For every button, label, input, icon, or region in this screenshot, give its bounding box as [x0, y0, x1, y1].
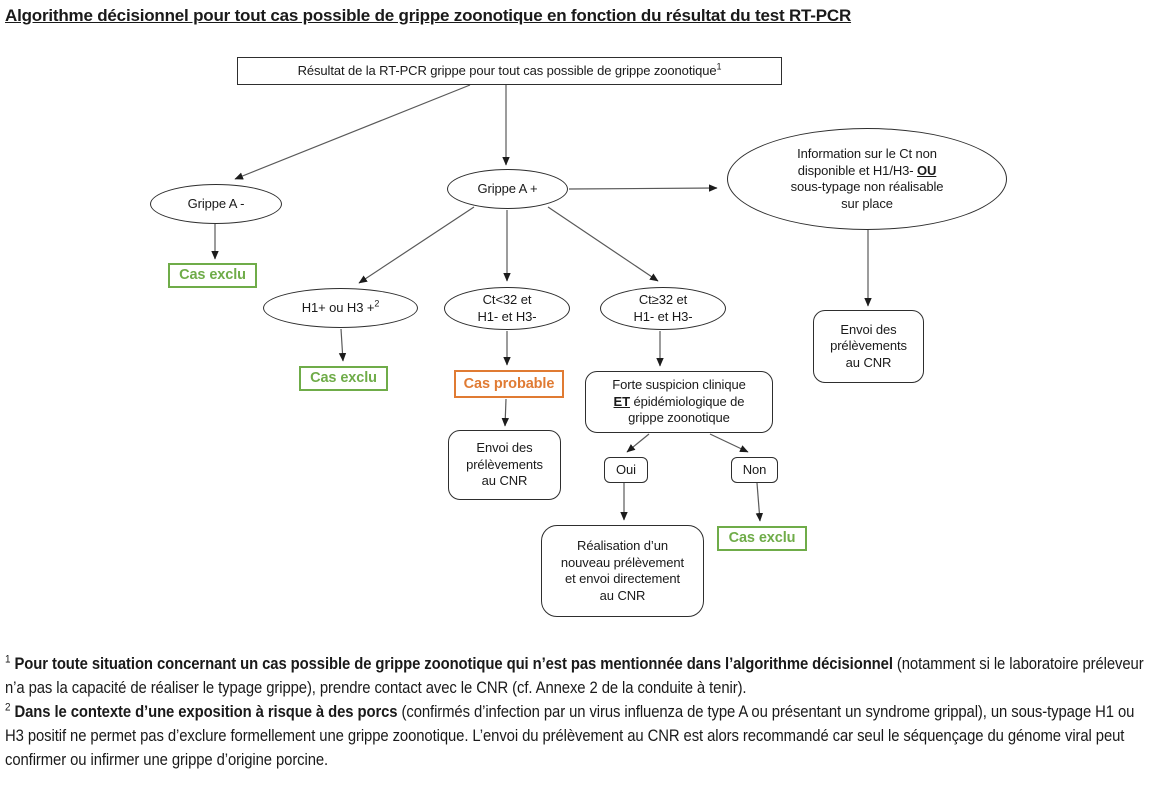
footnote-2-marker: 2 — [5, 701, 11, 714]
node-oui: Oui — [604, 457, 648, 483]
node-info-ct-line2: disponible et H1/H3- OU — [797, 162, 937, 178]
node-info-ct-non-disponible: Information sur le Ct non disponible et … — [727, 128, 1007, 230]
node-envoi-cnr-1-line2: prélèvements — [466, 456, 543, 472]
node-cas-exclu-2-label: Cas exclu — [310, 370, 377, 387]
node-grippe-a-negative-label: Grippe A - — [187, 195, 245, 211]
arrow-grippe-a-pos-to-info-ct — [568, 184, 718, 192]
node-cas-exclu-1: Cas exclu — [168, 263, 257, 288]
node-envoi-cnr-1-line1: Envoi des — [476, 440, 533, 456]
arrow-grippe-a-pos-to-ct-ge32 — [547, 206, 659, 282]
footnote-marker-2: 2 — [374, 298, 380, 309]
node-realisation-line2: nouveau prélèvement — [560, 554, 685, 570]
node-envoi-cnr-2-line2: prélèvements — [830, 338, 907, 354]
node-rtpcr-result: Résultat de la RT-PCR grippe pour tout c… — [237, 57, 782, 85]
node-ct-inferieur-32-line1: Ct<32 et — [482, 292, 532, 307]
node-ct-superieur-egal-32: Ct≥32 et H1- et H3- — [600, 287, 726, 330]
node-rtpcr-result-label: Résultat de la RT-PCR grippe pour tout c… — [297, 61, 722, 78]
arrow-forte-suspicion-to-non — [709, 433, 749, 453]
node-non: Non — [731, 457, 778, 483]
node-envoi-cnr-1-line3: au CNR — [481, 473, 528, 489]
footnotes: 1 Pour toute situation concernant un cas… — [5, 652, 1150, 772]
node-ct-inferieur-32: Ct<32 et H1- et H3- — [444, 287, 570, 330]
node-forte-suspicion-line2: ET épidémiologique de — [613, 393, 745, 409]
arrow-grippe-a-pos-to-h1-h3 — [358, 206, 475, 284]
footnote-marker-1: 1 — [716, 61, 722, 72]
node-h1-ou-h3-positif-label: H1+ ou H3 +2 — [301, 298, 380, 315]
node-grippe-a-positive-label: Grippe A + — [477, 180, 538, 196]
node-cas-exclu-1-label: Cas exclu — [179, 267, 246, 284]
node-realisation-line4: au CNR — [599, 587, 646, 603]
footnote-2-text: (confirmés d’infection par un virus infl… — [5, 703, 1135, 769]
footnote-1: 1 Pour toute situation concernant un cas… — [5, 652, 1150, 700]
node-envoi-cnr-2-line3: au CNR — [845, 354, 892, 370]
node-info-ct-line1: Information sur le Ct non — [797, 146, 937, 161]
node-grippe-a-negative: Grippe A - — [150, 184, 282, 224]
node-envoi-cnr-1: Envoi des prélèvements au CNR — [448, 430, 561, 500]
node-forte-suspicion-line3: grippe zoonotique — [628, 410, 730, 426]
node-realisation-nouveau-prelevement: Réalisation d’un nouveau prélèvement et … — [541, 525, 704, 617]
footnote-1-text: (notamment si le laboratoire préleveur n… — [5, 655, 1144, 697]
node-forte-suspicion-line1: Forte suspicion clinique — [612, 377, 746, 393]
node-ct-inferieur-32-line2: H1- et H3- — [477, 308, 537, 324]
node-info-ct-line3: sous-typage non réalisable — [790, 179, 944, 194]
node-cas-probable-label: Cas probable — [463, 375, 555, 392]
node-cas-exclu-3-label: Cas exclu — [728, 530, 796, 547]
page-title: Algorithme décisionnel pour tout cas pos… — [5, 6, 852, 25]
node-oui-label: Oui — [616, 461, 636, 477]
arrow-h1-h3-to-cas-exclu — [338, 328, 347, 362]
arrow-non-to-cas-exclu — [755, 482, 764, 522]
node-cas-exclu-3: Cas exclu — [717, 526, 807, 551]
arrow-result-to-grippe-a-neg — [234, 84, 471, 180]
node-forte-suspicion: Forte suspicion clinique ET épidémiologi… — [585, 371, 773, 433]
node-ct-superieur-egal-32-line2: H1- et H3- — [633, 308, 693, 324]
node-realisation-line3: et envoi directement — [564, 571, 681, 586]
node-envoi-cnr-2-line1: Envoi des — [840, 321, 897, 337]
node-info-ct-line4: sur place — [841, 195, 893, 211]
node-non-label: Non — [742, 461, 767, 477]
node-grippe-a-positive: Grippe A + — [447, 169, 568, 209]
footnote-2-bold: Dans le contexte d’une exposition à risq… — [10, 703, 398, 721]
node-ct-superieur-egal-32-line1: Ct≥32 et — [638, 292, 688, 307]
footnote-2: 2 Dans le contexte d’une exposition à ri… — [5, 700, 1150, 772]
node-cas-exclu-2: Cas exclu — [299, 366, 388, 391]
footnote-1-bold: Pour toute situation concernant un cas p… — [10, 655, 893, 673]
arrow-forte-suspicion-to-oui — [626, 433, 650, 453]
node-cas-probable: Cas probable — [454, 370, 564, 398]
footnote-1-marker: 1 — [5, 653, 11, 666]
arrow-cas-probable-to-envoi-cnr — [501, 398, 509, 427]
node-envoi-cnr-2: Envoi des prélèvements au CNR — [813, 310, 924, 383]
node-h1-ou-h3-positif: H1+ ou H3 +2 — [263, 288, 418, 328]
node-realisation-line1: Réalisation d’un — [577, 538, 668, 553]
